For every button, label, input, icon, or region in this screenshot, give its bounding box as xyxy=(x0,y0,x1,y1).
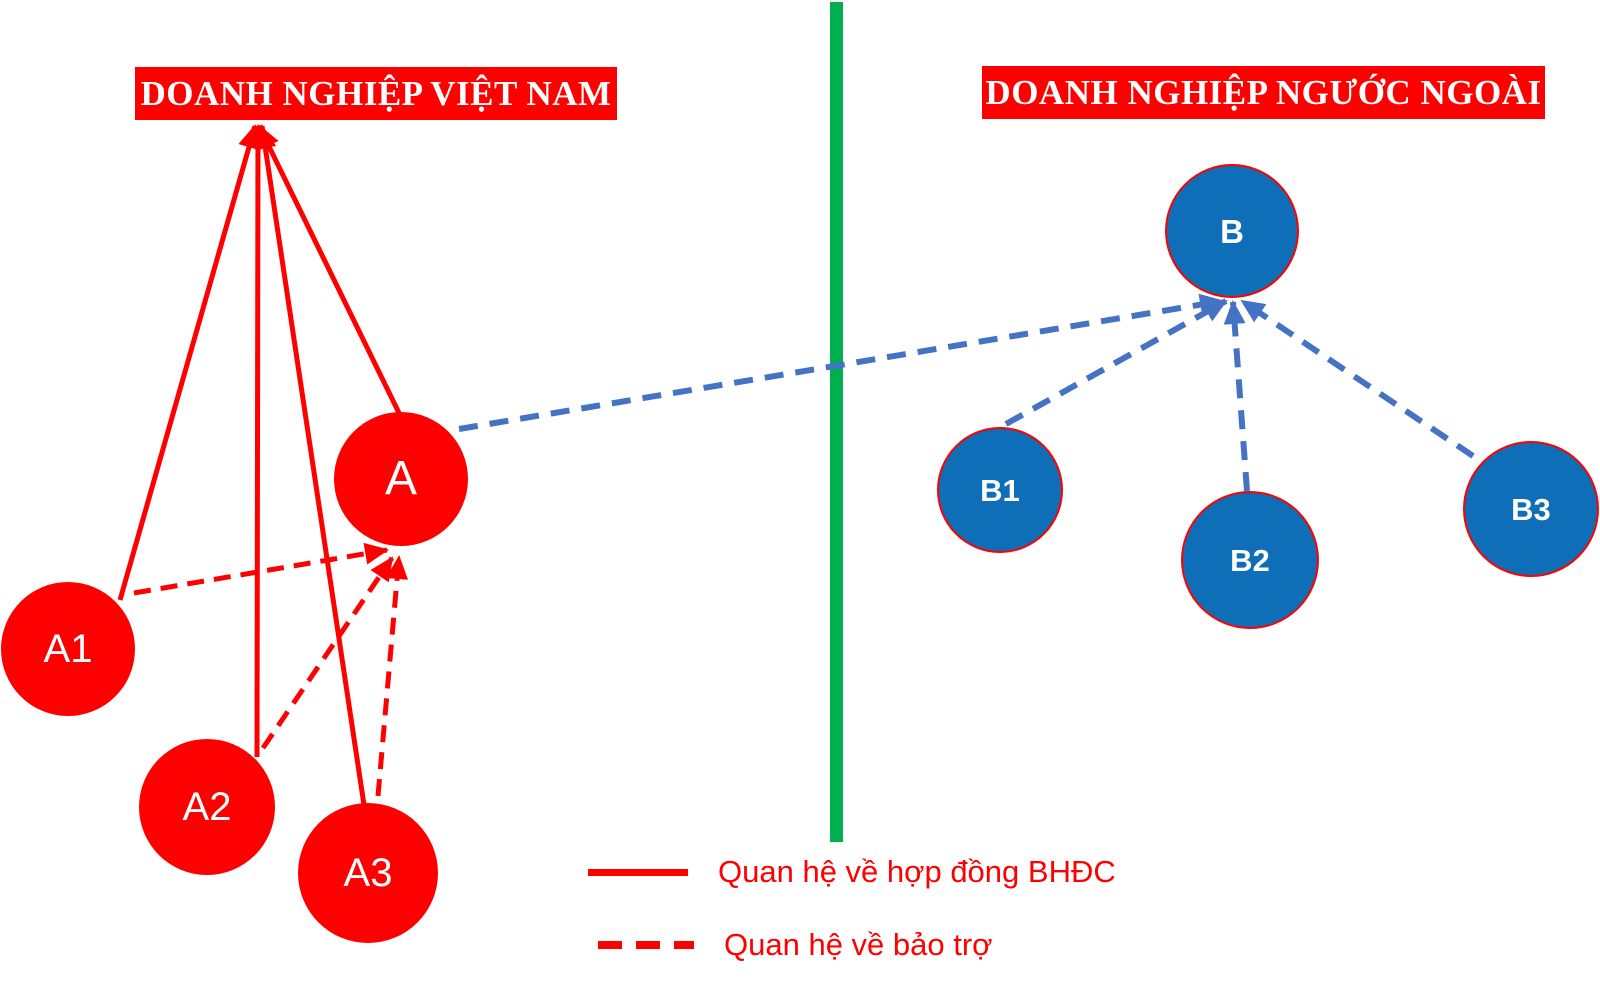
right-group-title-text: DOANH NGHIỆP NGƯỚC NGOÀI xyxy=(985,72,1542,112)
node-B-label: B xyxy=(1220,212,1244,250)
node-A1-label: A1 xyxy=(43,627,93,671)
divider-line xyxy=(830,2,843,842)
legend-sponsor-label: Quan hệ về bảo trợ xyxy=(724,927,993,962)
node-A: A xyxy=(334,412,468,546)
node-B2-label: B2 xyxy=(1230,542,1270,578)
legend-dashed-line-swatch xyxy=(598,941,694,949)
node-B1-label: B1 xyxy=(980,472,1020,508)
node-B2: B2 xyxy=(1181,491,1319,629)
legend-item-contract: Quan hệ về hợp đồng BHĐC xyxy=(588,850,1116,894)
edge-sponsor-A3 xyxy=(375,555,409,797)
edge-contract-A2 xyxy=(246,124,269,758)
node-B3-label: B3 xyxy=(1511,491,1551,527)
node-A3: A3 xyxy=(298,803,438,943)
edge-sponsor-A2 xyxy=(260,556,395,750)
edge-foreign-B2 xyxy=(1223,300,1250,492)
node-A-label: A xyxy=(384,452,417,505)
edge-contract-A1 xyxy=(117,124,260,601)
edge-contract-A3 xyxy=(254,124,367,806)
edge-sponsor-A1 xyxy=(133,542,389,596)
legend-item-sponsor: Quan hệ về bảo trợ xyxy=(598,923,993,967)
edge-contract-A xyxy=(256,124,402,415)
node-A3-label: A3 xyxy=(343,851,393,895)
node-A1: A1 xyxy=(1,582,135,716)
node-B: B xyxy=(1165,164,1299,298)
left-group-title-text: DOANH NGHIỆP VIỆT NAM xyxy=(140,73,612,113)
edge-foreign-B1 xyxy=(1004,298,1228,427)
node-B3: B3 xyxy=(1463,441,1599,577)
left-group-title: DOANH NGHIỆP VIỆT NAM xyxy=(135,67,617,120)
node-A2: A2 xyxy=(139,739,275,875)
node-B1: B1 xyxy=(937,427,1063,553)
edge-foreign-B3 xyxy=(1240,298,1475,459)
legend-solid-line-swatch xyxy=(588,868,688,876)
legend-contract-label: Quan hệ về hợp đồng BHĐC xyxy=(718,854,1116,889)
node-A2-label: A2 xyxy=(182,785,232,829)
right-group-title: DOANH NGHIỆP NGƯỚC NGOÀI xyxy=(982,66,1545,119)
edge-foreign-A xyxy=(458,293,1224,432)
